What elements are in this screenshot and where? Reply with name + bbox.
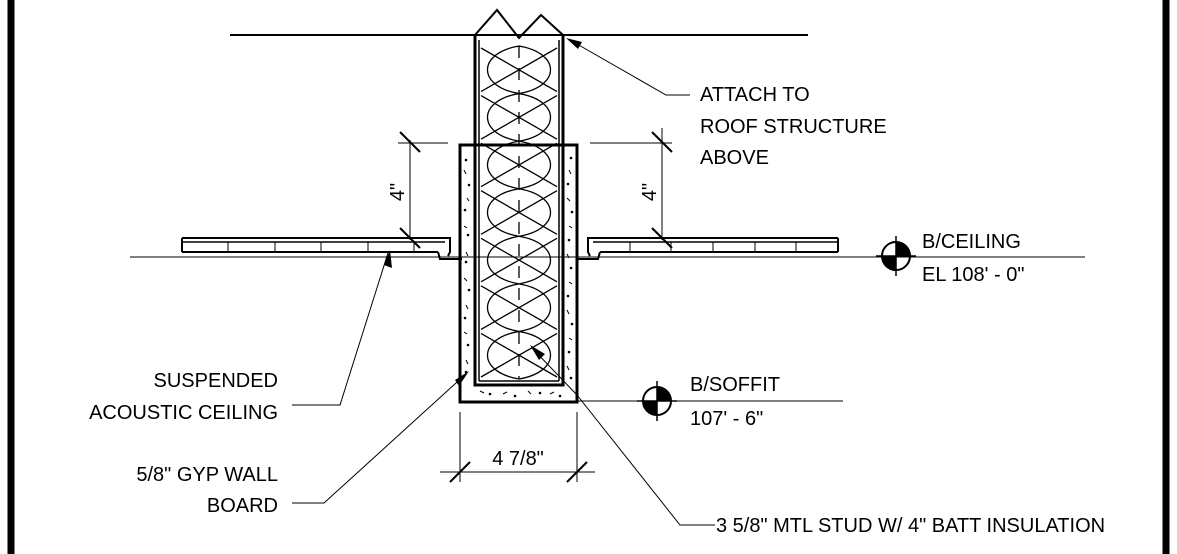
attach-label-line3: ABOVE [700, 147, 769, 169]
gyp-leader: 5/8" GYP WALL BOARD [136, 371, 469, 517]
ceiling-leader: SUSPENDED ACOUSTIC CEILING [89, 250, 392, 424]
soffit-elevation-name: B/SOFFIT [690, 374, 780, 396]
left-height-dimension: 4" [387, 131, 448, 249]
stud-label: 3 5/8" MTL STUD W/ 4" BATT INSULATION [716, 515, 1105, 537]
ceiling-label-line2: ACOUSTIC CEILING [89, 402, 278, 424]
right-height-dimension: 4" [590, 128, 673, 249]
attach-leader: ATTACH TO ROOF STRUCTURE ABOVE [566, 38, 887, 169]
soffit-elevation-marker: B/SOFFIT 107' - 6" [637, 374, 780, 430]
ceiling-elevation-name: B/CEILING [922, 231, 1021, 253]
ceiling-panel-right [576, 237, 839, 260]
sheet-border [7, 0, 1170, 554]
metal-stud [473, 8, 565, 387]
left-height-label: 4" [387, 183, 409, 201]
gyp-label-line1: 5/8" GYP WALL [136, 464, 278, 486]
ceiling-panel-left [181, 237, 462, 260]
wall-width-label: 4 7/8" [492, 448, 544, 470]
gyp-label-line2: BOARD [207, 495, 278, 517]
batt-insulation [480, 45, 558, 380]
ceiling-elevation-marker: B/CEILING EL 108' - 0" [876, 231, 1024, 286]
right-height-label: 4" [639, 183, 661, 201]
ceiling-elevation-value: EL 108' - 0" [922, 264, 1024, 286]
soffit-elevation-value: 107' - 6" [690, 408, 763, 430]
stud-leader: 3 5/8" MTL STUD W/ 4" BATT INSULATION [530, 345, 1105, 537]
attach-label-line2: ROOF STRUCTURE [700, 116, 887, 138]
ceiling-label-line1: SUSPENDED [154, 370, 278, 392]
wall-width-dimension: 4 7/8" [440, 412, 595, 483]
attach-label-line1: ATTACH TO [700, 84, 810, 106]
